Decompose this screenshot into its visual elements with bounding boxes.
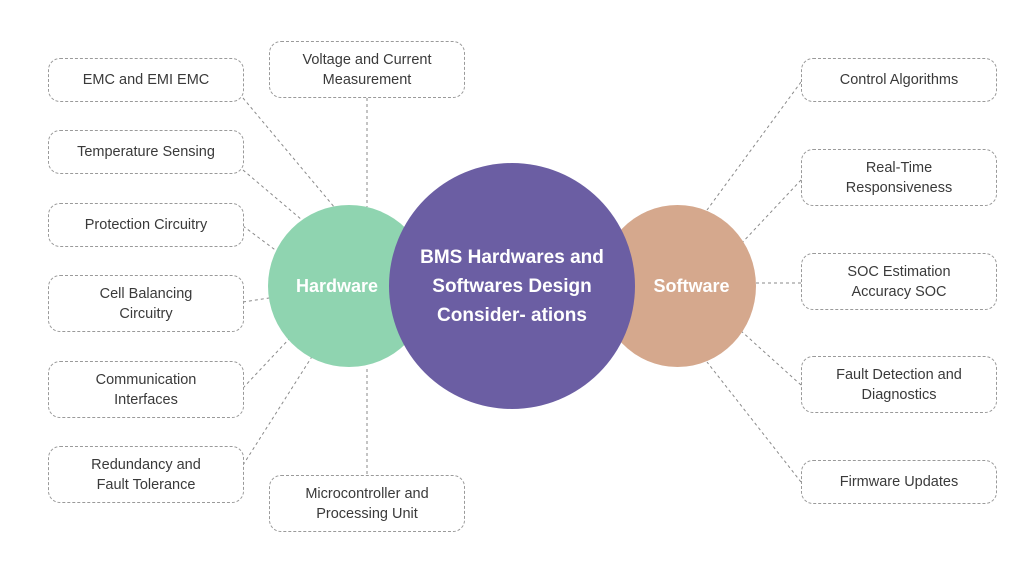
hw-item-emc-label: EMC and EMI EMC <box>82 72 210 88</box>
sw-item-fault-detection: Fault Detection and Diagnostics <box>801 356 997 413</box>
software-node-label: Software <box>653 275 730 296</box>
connector-hw-emc <box>242 97 336 209</box>
sw-item-firmware-label: Firmware Updates <box>839 474 959 490</box>
sw-item-real-time-label: Real-Time Responsiveness <box>845 159 953 196</box>
hardware-node-label: Hardware <box>295 275 379 296</box>
connector-hw-protection <box>242 225 279 253</box>
connector-hw-redundancy <box>242 354 314 466</box>
hw-item-temperature: Temperature Sensing <box>48 130 244 174</box>
sw-item-control-algorithms: Control Algorithms <box>801 58 997 102</box>
center-node-title: BMS Hardwares and Softwares Design Consi… <box>420 246 604 326</box>
hw-item-communication: Communication Interfaces <box>48 361 244 418</box>
connector-hw-communication <box>242 337 291 389</box>
hw-item-microcontroller-label: Microcontroller and Processing Unit <box>305 485 429 522</box>
hw-item-redundancy: Redundancy and Fault Tolerance <box>48 446 244 503</box>
hw-item-protection-label: Protection Circuitry <box>84 217 208 233</box>
sw-item-firmware: Firmware Updates <box>801 460 997 504</box>
sw-item-control-algorithms-label: Control Algorithms <box>839 72 959 88</box>
connector-hw-cell-balancing <box>242 297 270 303</box>
connector-sw-control <box>706 81 802 211</box>
connector-hw-temperature <box>242 169 303 221</box>
hw-item-voltage-current: Voltage and Current Measurement <box>269 41 465 98</box>
hw-item-redundancy-label: Redundancy and Fault Tolerance <box>91 456 201 493</box>
hw-item-communication-label: Communication Interfaces <box>95 371 197 408</box>
center-node: BMS Hardwares and Softwares Design Consi… <box>389 163 635 409</box>
connector-sw-firmware <box>706 361 802 483</box>
hw-item-voltage-current-label: Voltage and Current Measurement <box>302 51 432 88</box>
connector-sw-realtime <box>739 179 802 246</box>
sw-item-fault-detection-label: Fault Detection and Diagnostics <box>836 366 962 403</box>
hw-item-cell-balancing: Cell Balancing Circuitry <box>48 275 244 332</box>
sw-item-soc-estimation: SOC Estimation Accuracy SOC <box>801 253 997 310</box>
hw-item-emc: EMC and EMI EMC <box>48 58 244 102</box>
hw-item-temperature-label: Temperature Sensing <box>77 144 215 160</box>
hw-item-cell-balancing-label: Cell Balancing Circuitry <box>99 285 193 322</box>
hw-item-microcontroller: Microcontroller and Processing Unit <box>269 475 465 532</box>
sw-item-soc-estimation-label: SOC Estimation Accuracy SOC <box>847 263 951 300</box>
connector-sw-fault <box>739 329 802 386</box>
sw-item-real-time: Real-Time Responsiveness <box>801 149 997 206</box>
hw-item-protection: Protection Circuitry <box>48 203 244 247</box>
